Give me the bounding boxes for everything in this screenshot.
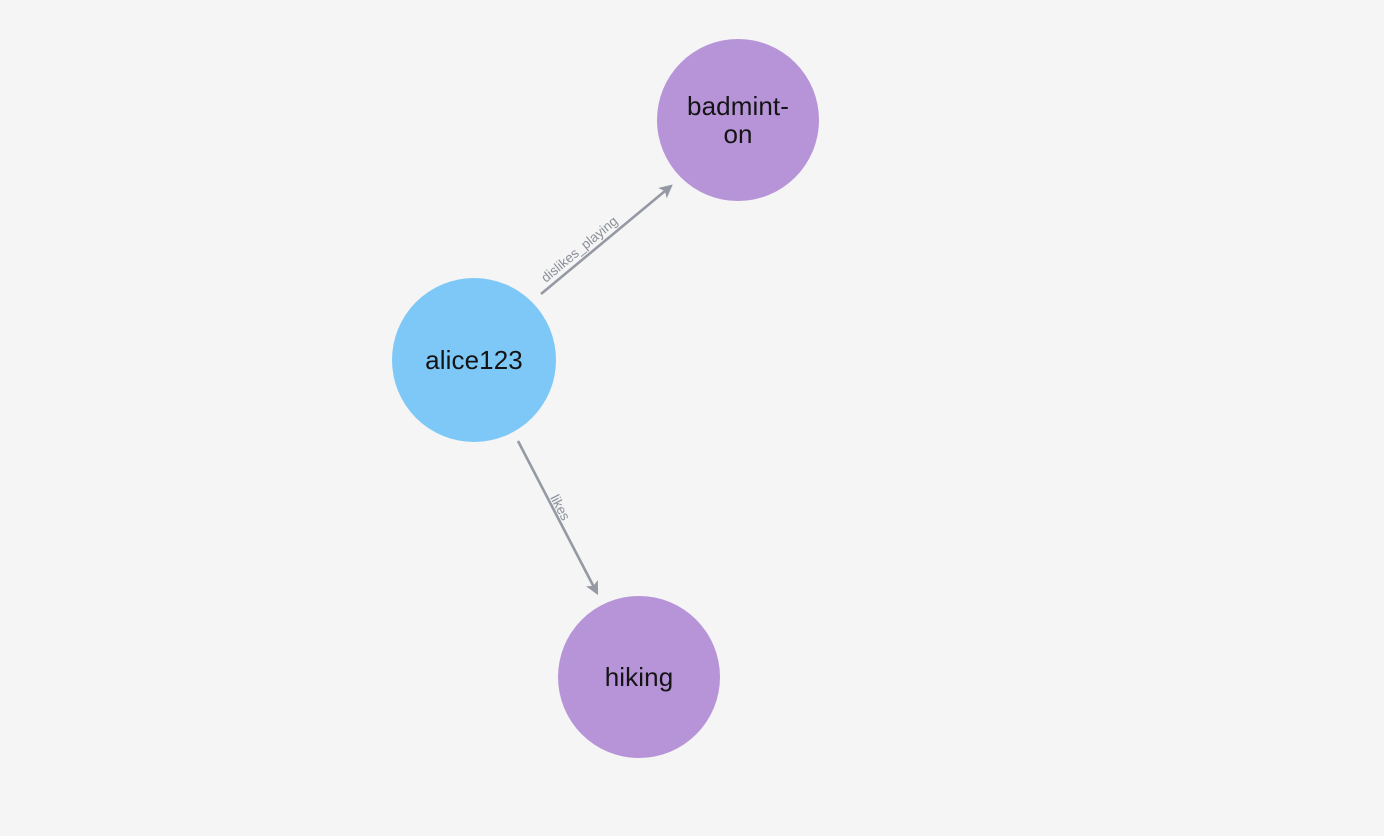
node-label: hiking xyxy=(604,661,674,692)
node-label: badmint- on xyxy=(687,90,789,149)
graph-edge[interactable] xyxy=(540,184,673,295)
graph-edge[interactable] xyxy=(516,440,599,596)
node-label: alice123 xyxy=(425,344,523,375)
graph-node-hiking[interactable]: hiking xyxy=(558,596,720,758)
graph-node-badminton[interactable]: badmint- on xyxy=(657,39,819,201)
graph-node-alice123[interactable]: alice123 xyxy=(392,278,556,442)
